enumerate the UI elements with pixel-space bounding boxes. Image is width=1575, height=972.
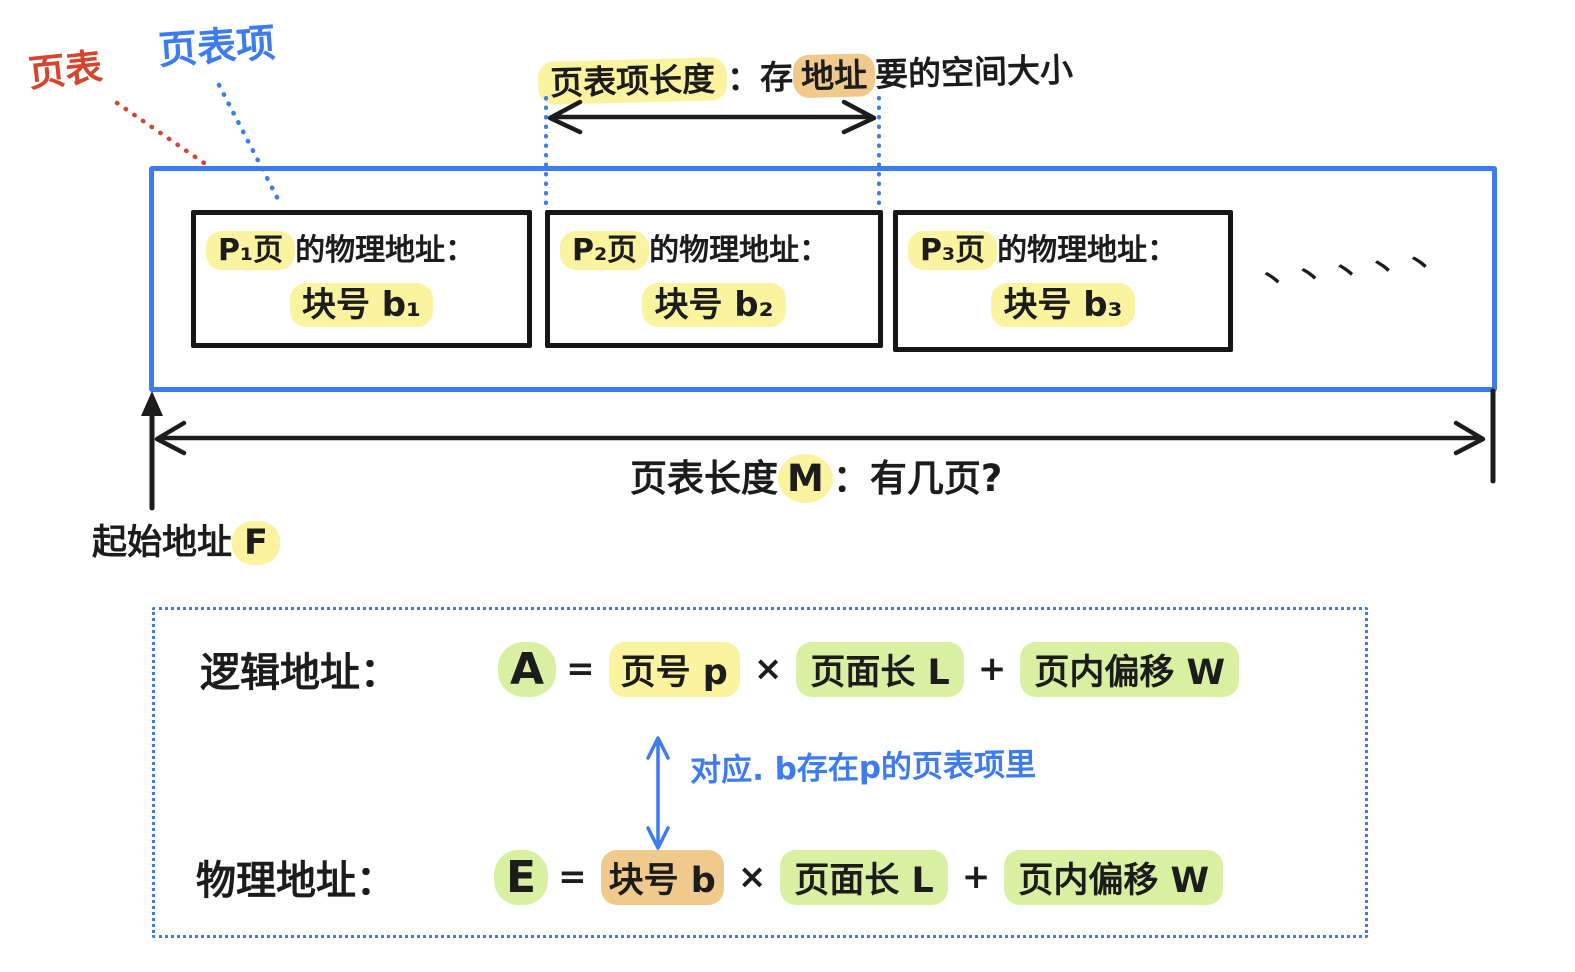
start-address-var-highlight: F: [232, 521, 280, 565]
page-table-entry-label: 页表项: [156, 20, 277, 75]
logical-lhs: A: [498, 641, 557, 697]
equals-sign: =: [566, 649, 595, 689]
entry-length-arrow: [547, 99, 877, 135]
physical-address-label: 物理地址：: [196, 858, 396, 904]
entry-title: P₁页的物理地址：: [196, 215, 527, 270]
page-table-entry-box: P₃页的物理地址： 块号 b₃: [893, 210, 1233, 352]
page-table-pointer-line: [114, 100, 207, 166]
table-length-suffix: ：有几页?: [832, 457, 1003, 500]
start-address-arrow: [141, 391, 163, 511]
formula-box: [152, 607, 1368, 938]
logical-address-label: 逻辑地址：: [200, 650, 400, 696]
entry-title-rest: 的物理地址：: [997, 233, 1178, 268]
page-table-rectangle: [149, 166, 1497, 392]
plus-sign: +: [977, 649, 1007, 689]
entry-title: P₂页的物理地址：: [550, 215, 878, 270]
entry-page-label: P₃页: [908, 231, 998, 270]
physical-address-formula: 物理地址： E = 块号 b × 页面长 L + 页内偏移 W: [196, 848, 1227, 906]
page-table-entry-box: P₂页的物理地址： 块号 b₂: [545, 210, 883, 348]
entry-length-rest: 要的空间大小: [874, 50, 1074, 95]
page-size-term: 页面长 L: [780, 849, 948, 905]
plus-sign: +: [961, 857, 991, 897]
block-number-term: 块号 b: [600, 849, 724, 905]
start-address-prefix: 起始地址: [92, 523, 233, 563]
mapping-note: 对应. b存在p的页表项里: [689, 746, 1037, 790]
entry-title-rest: 的物理地址：: [295, 233, 476, 268]
equals-sign: =: [558, 857, 587, 897]
page-size-term: 页面长 L: [796, 641, 964, 697]
page-table-label: 页表: [26, 45, 105, 96]
entry-length-address-highlight: 地址: [792, 53, 876, 99]
physical-lhs: E: [494, 849, 549, 905]
table-length-var-highlight: M: [778, 454, 833, 503]
logical-address-formula: 逻辑地址： A = 页号 p × 页面长 L + 页内偏移 W: [200, 640, 1243, 698]
multiply-sign: ×: [753, 649, 783, 689]
entry-title-rest: 的物理地址：: [649, 233, 830, 268]
entry-page-label: P₁页: [206, 231, 296, 270]
multiply-sign: ×: [737, 857, 767, 897]
entry-page-label: P₂页: [560, 231, 650, 270]
entry-block-number: 块号 b₁: [196, 277, 527, 327]
page-offset-term: 页内偏移 W: [1020, 641, 1240, 697]
entry-length-annotation: 页表项长度：存地址要的空间大小: [537, 43, 1073, 105]
entry-length-highlight: 页表项长度: [537, 57, 728, 105]
entry-length-mid: ：存: [726, 57, 794, 99]
page-offset-term: 页内偏移 W: [1004, 849, 1224, 905]
page-table-entry-box: P₁页的物理地址： 块号 b₁: [191, 210, 532, 348]
entry-block-number: 块号 b₃: [898, 277, 1228, 327]
page-number-term: 页号 p: [608, 641, 740, 697]
table-length-prefix: 页表长度: [630, 457, 778, 500]
entry-block-number: 块号 b₂: [550, 277, 878, 327]
entry-title: P₃页的物理地址：: [898, 215, 1228, 270]
